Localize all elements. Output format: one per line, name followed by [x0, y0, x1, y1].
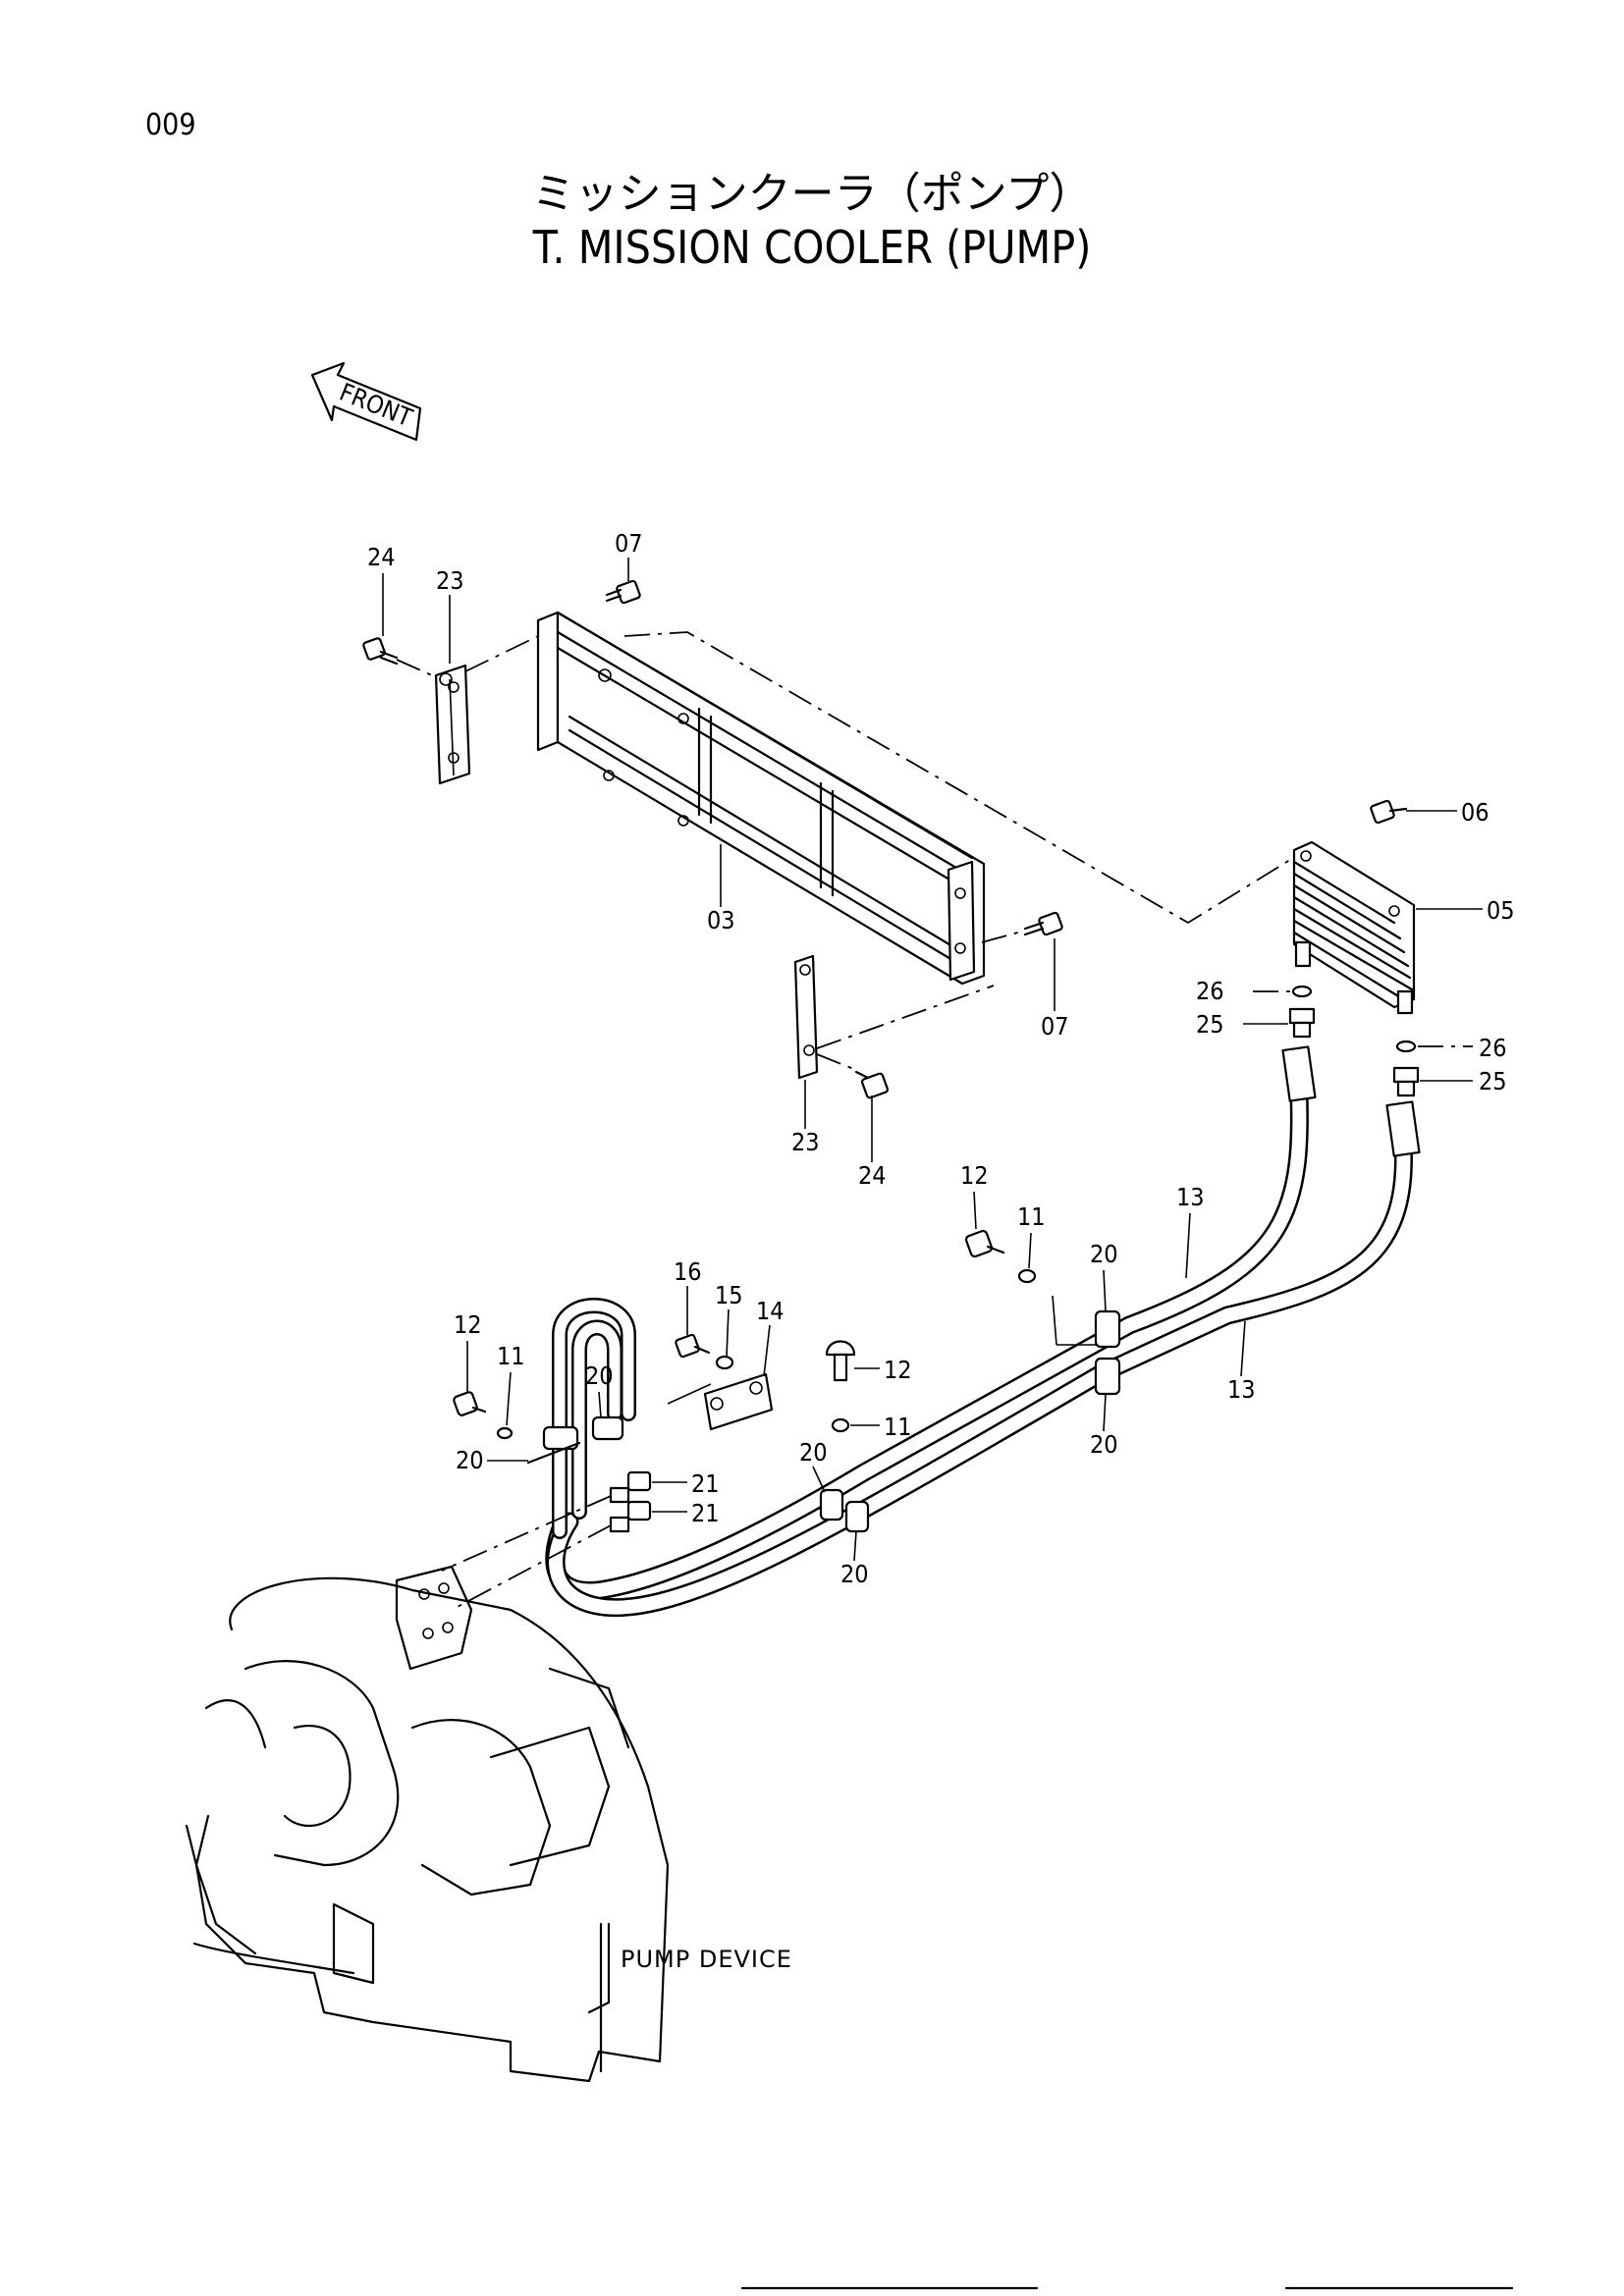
callout-26-b: 26 [1479, 1034, 1507, 1062]
bolt-07-mid [1023, 911, 1063, 936]
callout-16: 16 [674, 1257, 702, 1286]
callout-21-b: 21 [691, 1499, 720, 1527]
leader-23-frame [464, 635, 539, 672]
callout-25-b: 25 [1479, 1067, 1507, 1095]
callout-line-13-b [1240, 1320, 1246, 1377]
callout-24-top: 24 [367, 543, 396, 571]
bolt-07-top [605, 579, 641, 605]
oil-cooler-05 [1292, 840, 1416, 1015]
callout-03: 03 [707, 906, 735, 934]
callout-07-top: 07 [615, 529, 643, 558]
bolt-12-a [964, 1229, 1005, 1258]
adapter-25-b [1392, 1066, 1420, 1097]
callout-11-c: 11 [497, 1342, 525, 1370]
callout-23-top: 23 [436, 566, 464, 595]
washer-11-b [831, 1417, 850, 1433]
callout-20-b: 20 [1090, 1430, 1118, 1459]
callout-26-a: 26 [1196, 977, 1224, 1005]
callout-12-c: 12 [454, 1310, 482, 1339]
leader-21-pump-a [441, 1495, 612, 1572]
callout-11-a: 11 [1017, 1202, 1046, 1231]
callout-line-14 [763, 1324, 771, 1377]
adapter-25-a [1288, 1007, 1316, 1039]
cooler-frame-03 [536, 611, 986, 986]
front-arrow-icon: FRONT [310, 361, 422, 442]
callout-20-e: 20 [799, 1438, 828, 1467]
callout-20-a: 20 [1090, 1240, 1118, 1268]
callout-25-a: 25 [1196, 1010, 1224, 1039]
leader-clamp-a [1052, 1295, 1057, 1346]
clamp-20-c [526, 1415, 624, 1465]
leader-23-24 [816, 1053, 857, 1071]
title-japanese: ミッションクーラ（ポンプ） [532, 169, 1093, 219]
callout-05: 05 [1487, 896, 1515, 925]
callout-14: 14 [756, 1297, 785, 1325]
callout-21-a: 21 [691, 1469, 720, 1498]
washer-11-a [1017, 1268, 1037, 1284]
bracket-23-top [434, 664, 471, 785]
bracket-23-mid [793, 954, 819, 1080]
elbow-21-b [609, 1500, 652, 1533]
bolt-16 [675, 1333, 711, 1359]
washer-15 [715, 1355, 734, 1370]
bolt-12-c [453, 1391, 487, 1416]
hose-u-loop [552, 1298, 636, 1539]
bolt-12-b [825, 1340, 856, 1382]
leader-14 [667, 1383, 712, 1405]
clamp-plate-14 [703, 1372, 774, 1431]
callout-13-b: 13 [1227, 1375, 1256, 1404]
callout-line-12-a [973, 1191, 977, 1230]
leader-21-pump-b [451, 1524, 612, 1611]
bolt-06 [1370, 799, 1408, 825]
o-ring-26-a [1291, 985, 1313, 998]
bolt-24-top [362, 637, 399, 666]
leader-23-frame [816, 985, 995, 1049]
leader-07-frame [981, 930, 1026, 943]
callout-line-11-a [1028, 1232, 1032, 1269]
callout-line-20-c [598, 1391, 602, 1418]
callout-12-b: 12 [884, 1356, 912, 1384]
callout-13-a: 13 [1176, 1183, 1205, 1211]
callout-line-11-c [506, 1371, 512, 1426]
callout-15: 15 [715, 1281, 743, 1309]
callout-06: 06 [1461, 798, 1489, 827]
callout-07-mid: 07 [1041, 1012, 1069, 1041]
elbow-21-a [609, 1470, 652, 1504]
callout-12-a: 12 [960, 1161, 989, 1190]
clamp-20-b [819, 1488, 870, 1533]
callout-24-mid: 24 [858, 1161, 887, 1190]
callout-20-d: 20 [456, 1446, 484, 1474]
callout-line-20-a [1103, 1269, 1107, 1312]
leader-24-23 [396, 659, 433, 676]
page-number: 009 [145, 108, 196, 142]
clamp-20-a [1094, 1309, 1121, 1396]
callout-11-b: 11 [884, 1413, 912, 1441]
callout-line-20-f [853, 1530, 857, 1562]
pump-device [185, 1565, 670, 2083]
callout-line-20-b [1103, 1393, 1107, 1432]
callout-line-15 [726, 1308, 730, 1358]
callout-line-13-a [1185, 1212, 1191, 1279]
callout-20-f: 20 [840, 1560, 869, 1588]
callout-20-c: 20 [585, 1362, 614, 1390]
leader-frame-cooler [623, 631, 1307, 925]
bolt-24-mid [854, 1070, 890, 1099]
callout-line-20-e [812, 1466, 826, 1493]
washer-11-c [496, 1426, 514, 1440]
title-english: T. MISSION COOLER (PUMP) [532, 221, 1092, 274]
o-ring-26-b [1395, 1040, 1417, 1053]
pump-device-label: PUMP DEVICE [621, 1946, 792, 1973]
callout-23-mid: 23 [791, 1128, 820, 1156]
